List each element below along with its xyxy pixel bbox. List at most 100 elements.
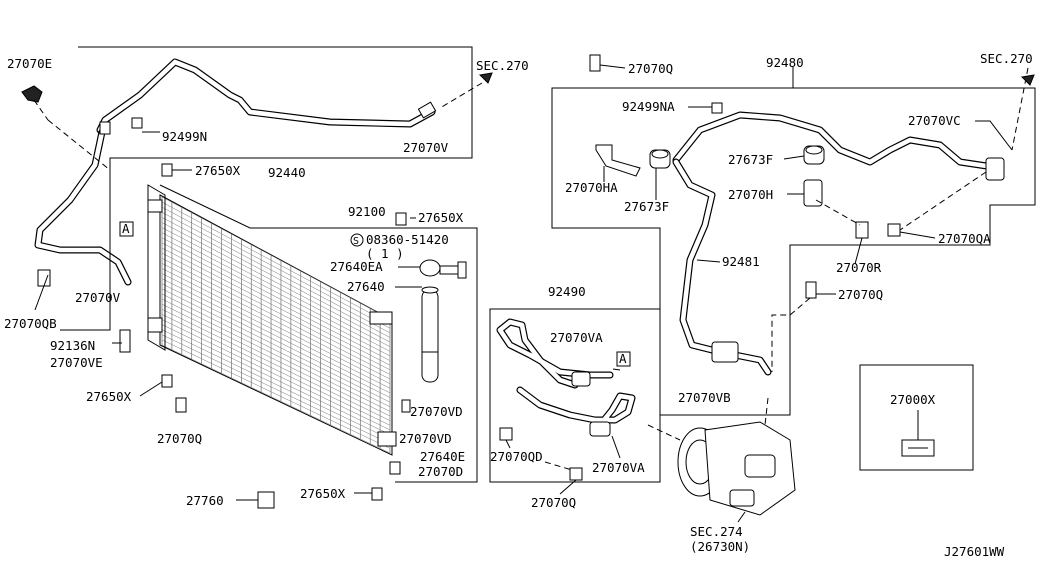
- label-92440: 92440: [268, 165, 306, 180]
- label-ref-A-mid: A: [619, 351, 627, 366]
- bolt-27070QA: [887, 223, 901, 237]
- label-92499NA: 92499NA: [622, 99, 675, 114]
- bolt-27070QB: [37, 269, 51, 287]
- nut-92499NA: [711, 102, 723, 114]
- frame-92480: [551, 87, 1036, 416]
- bolt-27650X-bottom: [371, 487, 383, 501]
- leader-27673F-right: [783, 155, 805, 160]
- leader-27070VA-2: [611, 435, 621, 459]
- label-27070Q-right: 27070Q: [838, 287, 883, 302]
- label-27070VD-1: 27070VD: [410, 404, 463, 419]
- bolt-27070D: [389, 461, 401, 475]
- leader-27070QD: [505, 439, 511, 449]
- label-27640: 27640: [347, 279, 385, 294]
- part-27760: [257, 491, 275, 509]
- leader-27070Q-top: [599, 64, 626, 69]
- leaders-dashed-92490: [544, 424, 681, 471]
- ref-box-A-mid: [616, 351, 631, 367]
- label-27673F-right: 27673F: [728, 152, 773, 167]
- pipe-92480: [672, 111, 1005, 376]
- sec270-right-arrow: [1020, 74, 1035, 86]
- label-27000X: 27000X: [890, 392, 936, 407]
- leader-27070R: [854, 237, 863, 265]
- s-mark-icon: [350, 233, 364, 247]
- sec270-left-arrow: [478, 72, 493, 84]
- label-27070D: 27070D: [418, 464, 463, 479]
- frame-27000X: [859, 364, 974, 471]
- label-27650X-bottom: 27650X: [300, 486, 346, 501]
- label-27673F-left: 27673F: [624, 199, 669, 214]
- sensor-92136N: [119, 329, 131, 353]
- label-27070HA: 27070HA: [565, 180, 618, 195]
- leader-27070QA: [899, 231, 936, 239]
- leader-sec274: [737, 511, 746, 523]
- label-27070VE: 27070VE: [50, 355, 103, 370]
- hose-92490: [496, 318, 636, 437]
- bolt-27650X-top: [161, 163, 173, 177]
- leader-27070E: [33, 99, 111, 171]
- bolt-27650X-left: [161, 374, 173, 388]
- label-08360-qty: ( 1 ): [366, 246, 404, 261]
- grommet-27673F-left: [649, 149, 671, 169]
- label-sec270-right: SEC.270: [980, 51, 1033, 66]
- label-ref-A-left: A: [122, 221, 130, 236]
- label-27070E: 27070E: [7, 56, 52, 71]
- label-27650X-top: 27650X: [195, 163, 241, 178]
- label-27070VA-2: 27070VA: [592, 460, 645, 475]
- leader-27070VC: [975, 120, 1013, 151]
- pipe-92440: [34, 58, 437, 286]
- label-sec274-sub: (26730N): [690, 539, 750, 554]
- bracket-27070HA: [595, 144, 641, 177]
- label-27070Q-bottom: 27070Q: [531, 495, 576, 510]
- condenser-92100: [147, 184, 397, 456]
- leader-27070Q-bottom: [559, 479, 577, 495]
- leaders-dashed-right: [771, 67, 1029, 372]
- frame-92100: [159, 184, 478, 483]
- leader-92481: [696, 259, 721, 263]
- label-27070QD: 27070QD: [490, 449, 543, 464]
- label-27070VD-2: 27070VD: [399, 431, 452, 446]
- ref-box-A-left: [119, 221, 134, 237]
- label-92481: 92481: [722, 254, 760, 269]
- label-27070QA: 27070QA: [938, 231, 991, 246]
- frame-92440: [78, 46, 473, 195]
- label-27650X-left: 27650X: [86, 389, 132, 404]
- frame-92490: [489, 308, 661, 483]
- bolt-27070Q-bottom: [569, 467, 583, 481]
- leader-27070QB: [34, 274, 49, 311]
- compressor: [677, 421, 796, 516]
- label-27640EA: 27640EA: [330, 259, 383, 274]
- label-92136N: 92136N: [50, 338, 95, 353]
- label-92490: 92490: [548, 284, 586, 299]
- leader-frame-left: [60, 195, 111, 331]
- label-27070VB: 27070VB: [678, 390, 731, 405]
- bolt-27070VD: [401, 399, 411, 413]
- label-27650X-mid: 27650X: [418, 210, 464, 225]
- bolt-27070Q-top: [589, 54, 601, 72]
- label-27760: 27760: [186, 493, 224, 508]
- label-sec270-left: SEC.270: [476, 58, 529, 73]
- bolt-27070Q-right: [805, 281, 817, 299]
- clamp-27070H: [803, 179, 823, 207]
- label-27070Q-top: 27070Q: [628, 61, 673, 76]
- nut-92499N: [131, 117, 143, 129]
- bolt-27650X-mid: [395, 212, 407, 226]
- label-27070QB: 27070QB: [4, 316, 57, 331]
- bolt-27070QD: [499, 427, 513, 441]
- leader-27650X-left: [139, 381, 163, 397]
- label-sec274: SEC.274: [690, 524, 743, 539]
- label-27070V-top: 27070V: [403, 140, 449, 155]
- receiver-drier-27640: [421, 286, 439, 383]
- leader-27070VA-1: [612, 368, 621, 371]
- clip-27070E: [21, 85, 43, 103]
- label-27640E: 27640E: [420, 449, 465, 464]
- label-92480: 92480: [766, 55, 804, 70]
- label-27070VC: 27070VC: [908, 113, 961, 128]
- label-27070Q-left: 27070Q: [157, 431, 202, 446]
- label-diagram-code: J27601WW: [944, 544, 1005, 559]
- leader-sec270-left: [439, 82, 483, 109]
- label-92499N: 92499N: [162, 129, 207, 144]
- label-27070H: 27070H: [728, 187, 773, 202]
